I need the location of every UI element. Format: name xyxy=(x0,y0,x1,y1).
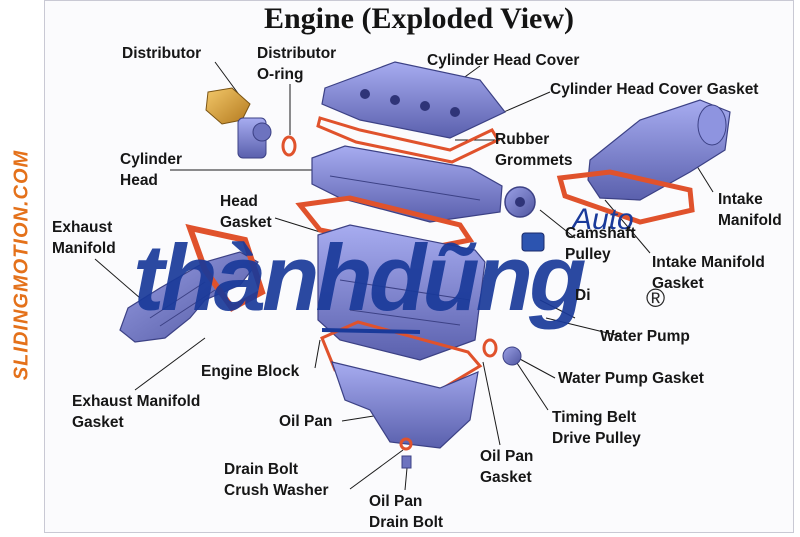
distributor-shape xyxy=(205,87,272,159)
logo-small-text: Auto xyxy=(572,203,634,236)
water-pump-gasket-shape xyxy=(482,338,498,358)
label-oil-pan-drain-bolt: Oil Pan Drain Bolt xyxy=(369,493,444,531)
oil-pan-shape xyxy=(331,361,479,449)
cover-gasket-shape xyxy=(316,116,501,164)
cylinder-head-shape xyxy=(311,145,503,223)
label-distributor: Distributor xyxy=(122,45,202,62)
label-water-pump-gasket: Water Pump Gasket xyxy=(558,370,704,387)
label-water-pump: Water Pump xyxy=(600,328,690,345)
cylinder-head-cover-shape xyxy=(321,61,506,139)
crush-washer-shape xyxy=(399,437,413,451)
head-gasket-shape xyxy=(295,195,475,253)
drain-bolt-shape xyxy=(401,455,412,469)
diagram-title: Engine (Exploded View) xyxy=(263,2,575,35)
label-engine-block: Engine Block xyxy=(201,363,300,380)
label-head-gasket: Head Gasket xyxy=(220,193,272,231)
label-exhaust-manifold-gasket: Exhaust Manifold Gasket xyxy=(72,393,201,431)
label-intake-manifold: Intake Manifold xyxy=(718,191,782,229)
label-intake-manifold-gasket: Intake Manifold Gasket xyxy=(652,254,765,292)
label-oil-pan: Oil Pan xyxy=(279,413,333,430)
label-distributor-partial: Di xyxy=(575,287,591,304)
logo-registered-mark: ® xyxy=(646,283,666,313)
label-drain-bolt-crush-washer: Drain Bolt Crush Washer xyxy=(224,461,329,499)
label-cylinder-head: Cylinder Head xyxy=(120,151,183,189)
exhaust-gasket-shape xyxy=(185,223,266,312)
intake-gasket-shape xyxy=(556,169,695,225)
engine-block-shape xyxy=(317,224,486,361)
label-oil-pan-gasket: Oil Pan Gasket xyxy=(480,448,534,486)
distributor-oring-shape xyxy=(281,135,297,157)
logo-main-text: thànhdũng xyxy=(133,225,587,330)
timing-pulley-shape xyxy=(502,346,522,366)
label-timing-belt-drive-pulley: Timing Belt Drive Pulley xyxy=(552,409,641,447)
label-camshaft-pulley: Camshaft Pulley xyxy=(565,225,636,263)
label-exhaust-manifold: Exhaust Manifold xyxy=(52,219,116,257)
label-distributor-oring: Distributor O-ring xyxy=(257,45,337,83)
label-cylinder-head-cover-gasket: Cylinder Head Cover Gasket xyxy=(550,81,759,98)
label-cylinder-head-cover: Cylinder Head Cover xyxy=(427,52,580,69)
label-rubber-grommets: Rubber Grommets xyxy=(495,131,573,169)
water-pump-shape xyxy=(521,232,545,252)
